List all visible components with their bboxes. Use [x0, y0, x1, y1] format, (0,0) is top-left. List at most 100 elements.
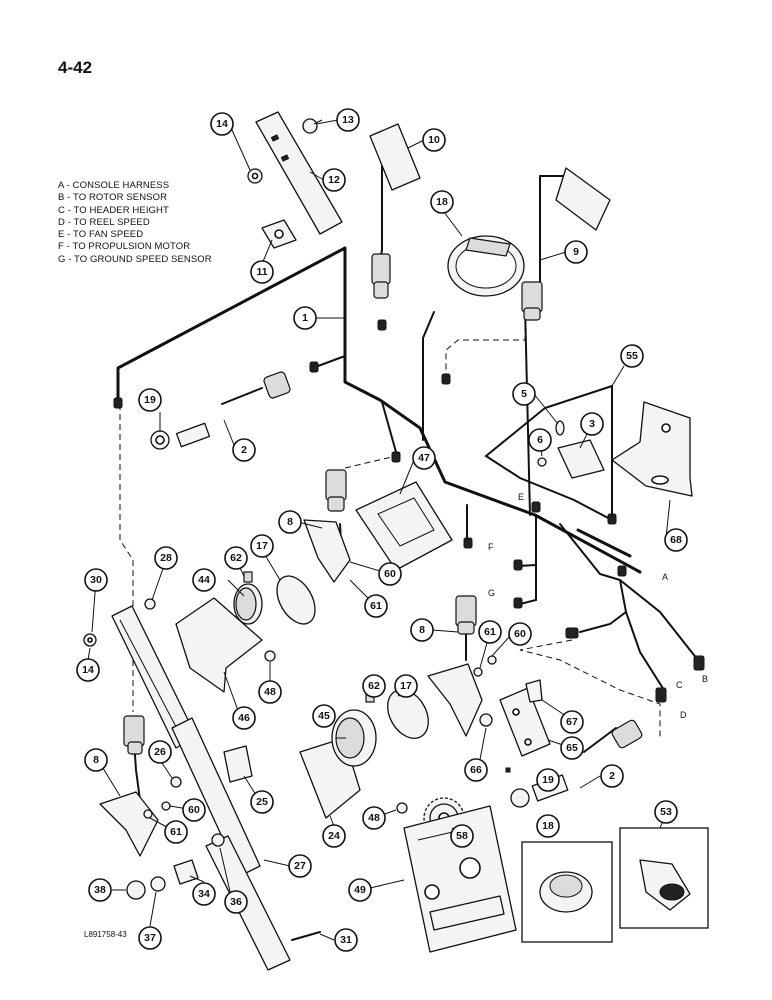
callout-8: 8: [410, 618, 434, 642]
callout-61: 61: [164, 820, 188, 844]
callout-2: 2: [232, 438, 256, 462]
callout-3: 3: [580, 412, 604, 436]
svg-text:6: 6: [537, 434, 543, 446]
svg-text:31: 31: [340, 934, 352, 946]
wire-letter-b: B: [702, 674, 708, 684]
svg-text:18: 18: [542, 820, 554, 832]
callout-47: 47: [412, 446, 436, 470]
svg-text:49: 49: [354, 884, 366, 896]
callout-45: 45: [312, 704, 336, 728]
callout-60: 60: [378, 562, 402, 586]
svg-text:19: 19: [144, 394, 156, 406]
svg-text:8: 8: [419, 624, 425, 636]
callout-9: 9: [564, 240, 588, 264]
svg-text:8: 8: [287, 516, 293, 528]
callout-49: 49: [348, 878, 372, 902]
callout-6: 6: [528, 428, 552, 452]
svg-text:26: 26: [154, 746, 166, 758]
svg-text:14: 14: [216, 118, 228, 130]
svg-text:2: 2: [609, 770, 615, 782]
callout-19: 19: [138, 388, 162, 412]
svg-text:60: 60: [384, 568, 396, 580]
svg-text:47: 47: [418, 452, 430, 464]
svg-text:62: 62: [230, 552, 242, 564]
wire-letters: A B C D E F G: [488, 492, 708, 720]
svg-text:68: 68: [670, 534, 682, 546]
callout-37: 37: [138, 926, 162, 950]
svg-text:48: 48: [264, 686, 276, 698]
callout-19: 19: [536, 768, 560, 792]
svg-text:55: 55: [626, 350, 638, 362]
svg-text:12: 12: [328, 174, 340, 186]
callout-31: 31: [334, 928, 358, 952]
svg-text:10: 10: [428, 134, 440, 146]
callout-48: 48: [362, 806, 386, 830]
svg-text:17: 17: [256, 540, 268, 552]
svg-text:45: 45: [318, 710, 330, 722]
callout-26: 26: [148, 740, 172, 764]
svg-text:36: 36: [230, 896, 242, 908]
svg-text:30: 30: [90, 574, 102, 586]
callout-17: 17: [394, 674, 418, 698]
callout-18: 18: [536, 814, 560, 838]
legend-item: F - TO PROPULSION MOTOR: [58, 241, 191, 253]
callout-28: 28: [154, 546, 178, 570]
callout-60: 60: [182, 798, 206, 822]
svg-text:67: 67: [566, 716, 578, 728]
svg-text:66: 66: [470, 764, 482, 776]
callout-61: 61: [478, 620, 502, 644]
svg-text:65: 65: [566, 742, 578, 754]
callout-5: 5: [512, 382, 536, 406]
svg-text:24: 24: [328, 830, 340, 842]
callout-11: 11: [250, 260, 274, 284]
legend-item: D - TO REEL SPEED: [58, 216, 150, 228]
svg-text:34: 34: [198, 888, 210, 900]
page-number: 4-42: [58, 58, 93, 77]
svg-text:37: 37: [144, 932, 156, 944]
callout-60: 60: [508, 622, 532, 646]
callout-24: 24: [322, 824, 346, 848]
callout-14: 14: [76, 658, 100, 682]
wire-letter-d: D: [680, 710, 687, 720]
svg-text:13: 13: [342, 114, 354, 126]
wire-letter-e: E: [518, 492, 524, 502]
callout-67: 67: [560, 710, 584, 734]
callout-66: 66: [464, 758, 488, 782]
svg-text:1: 1: [302, 312, 308, 324]
callout-46: 46: [232, 706, 256, 730]
callout-62: 62: [362, 674, 386, 698]
callout-36: 36: [224, 890, 248, 914]
wire-letter-f: F: [488, 542, 494, 552]
callout-55: 55: [620, 344, 644, 368]
legend-item: C - TO HEADER HEIGHT: [58, 204, 169, 216]
callout-1: 1: [293, 306, 317, 330]
callout-61: 61: [364, 594, 388, 618]
legend-item: G - TO GROUND SPEED SENSOR: [58, 253, 212, 265]
svg-text:9: 9: [573, 246, 579, 258]
mechanical-parts: [83, 111, 709, 971]
callout-8: 8: [84, 748, 108, 772]
svg-text:19: 19: [542, 774, 554, 786]
callout-14: 14: [210, 112, 234, 136]
legend-item: E - TO FAN SPEED: [58, 229, 144, 241]
callout-62: 62: [224, 546, 248, 570]
callout-2: 2: [600, 764, 624, 788]
svg-text:62: 62: [368, 680, 380, 692]
callout-25: 25: [250, 790, 274, 814]
svg-text:60: 60: [514, 628, 526, 640]
callout-27: 27: [288, 854, 312, 878]
callout-10: 10: [422, 128, 446, 152]
svg-text:61: 61: [484, 626, 496, 638]
callout-53: 53: [654, 800, 678, 824]
wire-letter-g: G: [488, 588, 495, 598]
svg-text:14: 14: [82, 664, 94, 676]
svg-text:38: 38: [94, 884, 106, 896]
callout-8: 8: [278, 510, 302, 534]
callout-balloons: 1 2 2 3 5 6 8 8 8 9 10 11 12 13 14 14 17…: [76, 108, 688, 952]
legend: A - CONSOLE HARNESS B - TO ROTOR SENSOR …: [58, 180, 212, 266]
svg-text:61: 61: [170, 826, 182, 838]
wire-letter-a: A: [662, 572, 668, 582]
svg-text:58: 58: [456, 830, 468, 842]
